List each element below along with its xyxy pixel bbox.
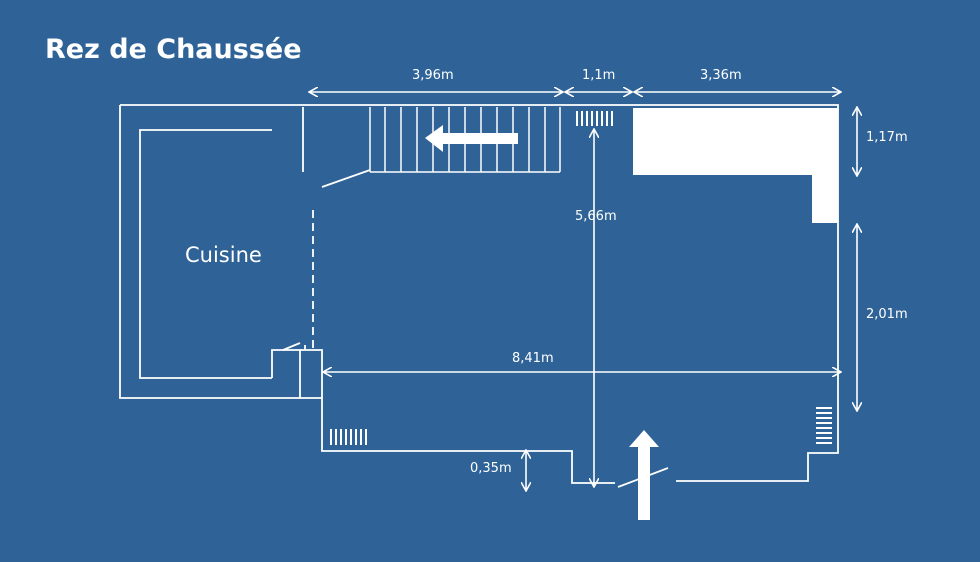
dimension-lines (310, 92, 857, 490)
radiator-icon (816, 407, 832, 444)
dim-block-height: 1,17m (866, 130, 908, 145)
radiator-icon (576, 111, 613, 126)
arrow-left-icon (425, 125, 518, 152)
dim-center-height: 5,66m (575, 209, 617, 224)
dim-right-height: 2,01m (866, 307, 908, 322)
outer-walls (119, 104, 839, 484)
dim-stairs-width: 3,96m (412, 68, 454, 83)
dim-step-height: 0,35m (470, 461, 512, 476)
stair-door (321, 169, 371, 188)
dim-gap-width: 1,1m (582, 68, 616, 83)
solid-block (633, 108, 838, 223)
kitchen-door (282, 342, 306, 351)
radiator-icon (330, 429, 367, 445)
page-title: Rez de Chaussée (45, 34, 302, 65)
dim-block-width: 3,36m (700, 68, 742, 83)
dim-total-width: 8,41m (512, 351, 554, 366)
arrow-up-icon (629, 430, 659, 520)
room-label-kitchen: Cuisine (185, 243, 262, 267)
kitchen-walls (139, 107, 323, 398)
